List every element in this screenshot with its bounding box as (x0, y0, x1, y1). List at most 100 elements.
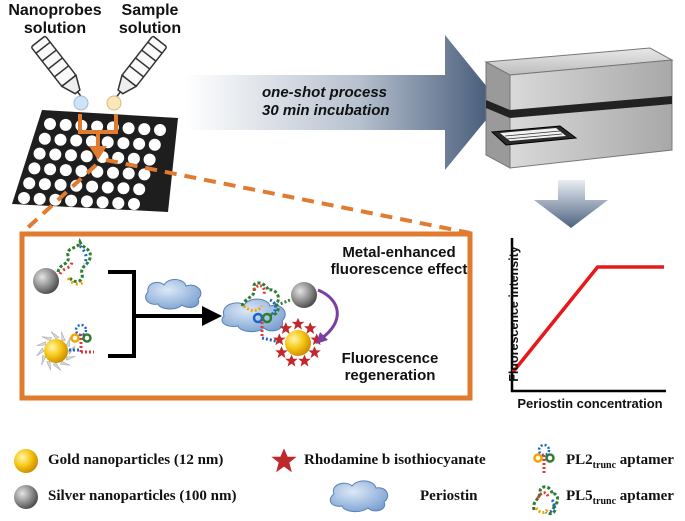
sample-droplet-icon (106, 95, 122, 111)
sample-label-line1: Sample (121, 2, 179, 19)
spike (66, 356, 76, 361)
periostin-icon-1 (145, 279, 202, 310)
well (112, 197, 125, 210)
legend-pl2-icon (533, 443, 555, 474)
legend-pl2-suffix: aptamer (616, 452, 674, 468)
well (107, 166, 119, 179)
spike (41, 336, 53, 342)
mixing-arrow-head (89, 146, 107, 160)
spike (61, 331, 66, 341)
legend-gold-icon (14, 449, 38, 473)
well (117, 137, 130, 150)
spike (36, 347, 45, 357)
well (86, 180, 99, 193)
well (122, 167, 135, 180)
regen-label: Fluorescence regeneration (330, 350, 450, 384)
pl2-aptamer-icon-1 (69, 323, 94, 354)
well (38, 132, 51, 145)
series-line (511, 265, 664, 374)
well (54, 178, 67, 191)
well (143, 153, 156, 166)
syringe-left-icon (31, 35, 85, 101)
well (133, 137, 146, 150)
silver-nanoparticle-probe (33, 268, 59, 294)
fret-arrow (316, 288, 339, 344)
mixing-bracket (78, 114, 118, 148)
spike (52, 362, 62, 371)
well (154, 124, 166, 136)
legend-pl2-sub: trunc (592, 460, 617, 471)
well (70, 134, 83, 147)
legend-rhodamine-label: Rhodamine b isothiocyanate (304, 452, 486, 468)
legend-pl5-icon (532, 485, 560, 516)
well (65, 149, 77, 162)
mef-label: Metal-enhanced fluorescence effect (326, 244, 472, 278)
zoom-lines (20, 158, 471, 235)
well (128, 198, 140, 210)
well (44, 163, 57, 176)
regen-label-line1: Fluorescence (341, 350, 439, 367)
spike (46, 361, 51, 371)
combine-bracket (108, 270, 205, 358)
well (49, 148, 62, 161)
legend-pl5-prefix: PL5 (566, 488, 593, 504)
nanoprobe-droplet-icon (73, 95, 89, 111)
well (44, 118, 56, 130)
nanoprobes-label-line2: solution (23, 20, 87, 37)
gold-nanoparticle-bound (273, 317, 323, 367)
legend-pl2-prefix: PL2 (566, 452, 593, 468)
well (133, 183, 146, 196)
spike (65, 336, 71, 348)
plate-reader-icon (484, 47, 674, 169)
pl5-aptamer-icon-2 (240, 281, 280, 317)
process-arrow (185, 35, 500, 170)
well (148, 138, 161, 151)
legend-pl5-sub: trunc (592, 496, 617, 507)
well (54, 133, 67, 146)
legend-pl5-suffix: aptamer (616, 488, 674, 504)
nanoprobes-label-line1: Nanoprobes (8, 2, 102, 19)
well (117, 182, 130, 195)
legend-silver-icon (14, 485, 38, 509)
spike (41, 354, 47, 366)
well (75, 165, 88, 177)
silver-nanoparticle-bound (279, 282, 317, 308)
well (38, 178, 51, 191)
syringe-right-icon (113, 35, 167, 101)
chart-xlabel: Periostin concentration (517, 396, 663, 411)
well (59, 118, 72, 131)
sample-label: Sample solution (100, 2, 200, 38)
nanoprobes-label: Nanoprobes solution (0, 2, 110, 38)
legend-periostin-icon (329, 480, 389, 513)
legend-gold-label: Gold nanoparticles (12 nm) (48, 452, 224, 468)
pl2-aptamer-icon-2 (252, 312, 281, 344)
gold-nanoparticle-probe (36, 331, 76, 371)
spike (59, 360, 71, 366)
well (28, 162, 41, 175)
well (23, 177, 36, 190)
well (122, 122, 135, 135)
well (18, 192, 30, 204)
spike (67, 345, 76, 355)
well (127, 152, 140, 165)
legend-pl2-label: PL2trunc aptamer (566, 452, 674, 471)
legend-pl5-label: PL5trunc aptamer (566, 488, 674, 507)
spike (36, 341, 46, 346)
well (101, 181, 114, 194)
legend-rhodamine-icon (271, 448, 297, 473)
well (91, 120, 104, 133)
well (138, 168, 151, 181)
mef-label-line2: fluorescence effect (330, 261, 468, 278)
combine-arrow-head (202, 306, 222, 326)
process-label-line2: 30 min incubation (262, 102, 390, 119)
process-label-line1: one-shot process (262, 84, 388, 101)
well (65, 194, 78, 207)
chart-ylabel: Fluorescence intensity (507, 246, 521, 382)
well (138, 123, 151, 136)
legend-silver-label: Silver nanoparticles (100 nm) (48, 488, 237, 504)
well (59, 164, 72, 177)
well (49, 193, 62, 206)
well (80, 150, 93, 163)
pl5-aptamer-icon-1 (56, 237, 92, 286)
